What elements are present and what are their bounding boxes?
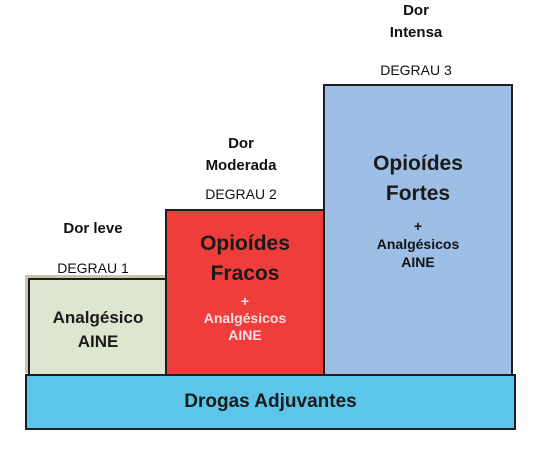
step3-adjunct-line2: AINE [401, 253, 434, 271]
step1-box: Analgésico AINE [28, 278, 168, 376]
step2-pain-line1: Dor [191, 133, 291, 155]
step3-treatment-line1: Opioídes [373, 149, 463, 179]
step3-box: Opioídes Fortes + Analgésicos AINE [323, 84, 513, 376]
step2-plus-sign: + [241, 293, 249, 310]
step3-degree-label: DEGRAU 3 [371, 61, 461, 79]
step1-degree-label: DEGRAU 1 [38, 259, 148, 277]
step3-pain-line2: Intensa [371, 22, 461, 44]
step1-treatment-line2: AINE [78, 330, 119, 354]
step2-treatment-line2: Fracos [211, 259, 280, 289]
adjuvant-drugs-base: Drogas Adjuvantes [25, 374, 516, 430]
step2-degree-label: DEGRAU 2 [191, 185, 291, 203]
step3-adjunct-line1: Analgésicos [377, 235, 459, 253]
step2-box: Opioídes Fracos + Analgésicos AINE [165, 209, 325, 376]
adjuvant-drugs-label: Drogas Adjuvantes [184, 391, 356, 413]
step1-treatment-line1: Analgésico [53, 306, 144, 330]
step2-adjunct-line2: AINE [228, 327, 261, 344]
step3-pain-label: Dor Intensa [371, 0, 461, 44]
step3-plus-sign: + [414, 217, 422, 235]
step2-treatment-line1: Opioídes [200, 229, 290, 259]
step2-adjunct-line1: Analgésicos [204, 310, 286, 327]
step3-pain-line1: Dor [371, 0, 461, 22]
step2-pain-line2: Moderada [191, 155, 291, 177]
step3-treatment-line2: Fortes [386, 179, 450, 209]
step2-pain-label: Dor Moderada [191, 133, 291, 177]
step1-pain-label: Dor leve [38, 218, 148, 240]
